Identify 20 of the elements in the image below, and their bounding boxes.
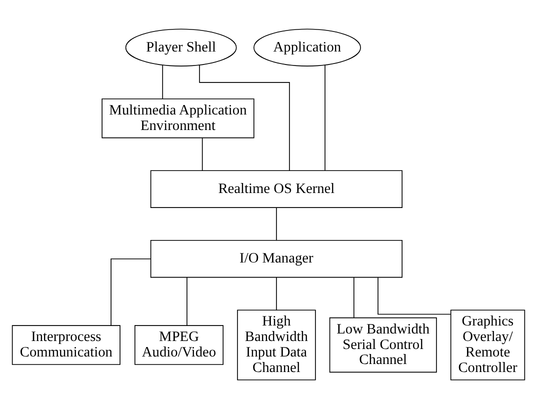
- connector: [162, 64, 164, 99]
- node-ellipse: Player Shell: [125, 28, 237, 66]
- connector: [186, 277, 188, 326]
- connector: [110, 258, 152, 326]
- connector: [324, 64, 326, 171]
- connector: [276, 207, 277, 241]
- node-box: I/O Manager: [150, 240, 403, 278]
- connector: [353, 277, 354, 318]
- node-box: Realtime OS Kernel: [150, 170, 403, 208]
- node-ellipse: Application: [253, 28, 361, 66]
- node-box: Graphics Overlay/ Remote Controller: [450, 310, 526, 380]
- node-box: Multimedia Application Environment: [102, 98, 254, 138]
- node-box: High Bandwidth Input Data Channel: [237, 310, 316, 380]
- connector: [199, 64, 290, 171]
- node-box: MPEG Audio/Video: [134, 325, 224, 365]
- connector: [202, 138, 203, 171]
- node-box: Interprocess Communication: [12, 325, 120, 365]
- connector: [276, 277, 277, 310]
- connector: [378, 277, 451, 315]
- node-box: Low Bandwidth Serial Control Channel: [329, 317, 437, 373]
